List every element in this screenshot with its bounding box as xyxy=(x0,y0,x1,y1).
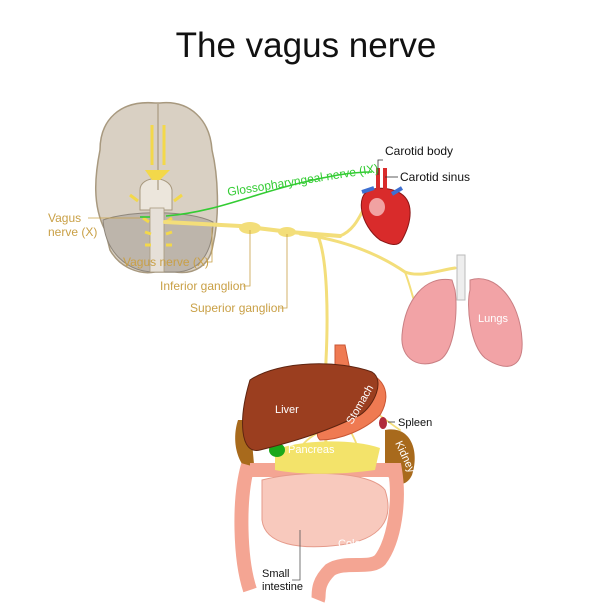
label-vagus-nerve-left: Vagus xyxy=(48,211,81,225)
label-pancreas: Pancreas xyxy=(288,444,335,456)
glossopharyngeal-nerve-path xyxy=(165,171,373,217)
heart-illustration xyxy=(360,168,411,245)
label-vagus-nerve-left-line2: nerve (X) xyxy=(48,225,97,239)
label-inferior-ganglion: Inferior ganglion xyxy=(160,279,246,293)
brain-illustration xyxy=(95,102,219,274)
label-small-intestine-line2: intestine xyxy=(262,581,303,593)
digestive-organs-illustration xyxy=(234,344,415,603)
label-colon: Colon xyxy=(338,538,367,550)
label-small-intestine: Small xyxy=(262,568,290,580)
label-liver: Liver xyxy=(275,404,299,416)
label-vagus-nerve-bottom: Vagus nerve (X) xyxy=(123,255,209,269)
label-lungs: Lungs xyxy=(478,313,508,325)
leader-lines xyxy=(88,217,288,309)
page-title: The vagus nerve xyxy=(176,26,437,65)
label-glossopharyngeal-nerve: Glossopharyngeal nerve (IX) xyxy=(226,161,379,199)
lungs-illustration xyxy=(401,254,523,367)
label-carotid-sinus: Carotid sinus xyxy=(400,170,470,184)
label-spleen: Spleen xyxy=(398,417,432,429)
label-superior-ganglion: Superior ganglion xyxy=(190,301,284,315)
label-carotid-body: Carotid body xyxy=(385,144,453,158)
